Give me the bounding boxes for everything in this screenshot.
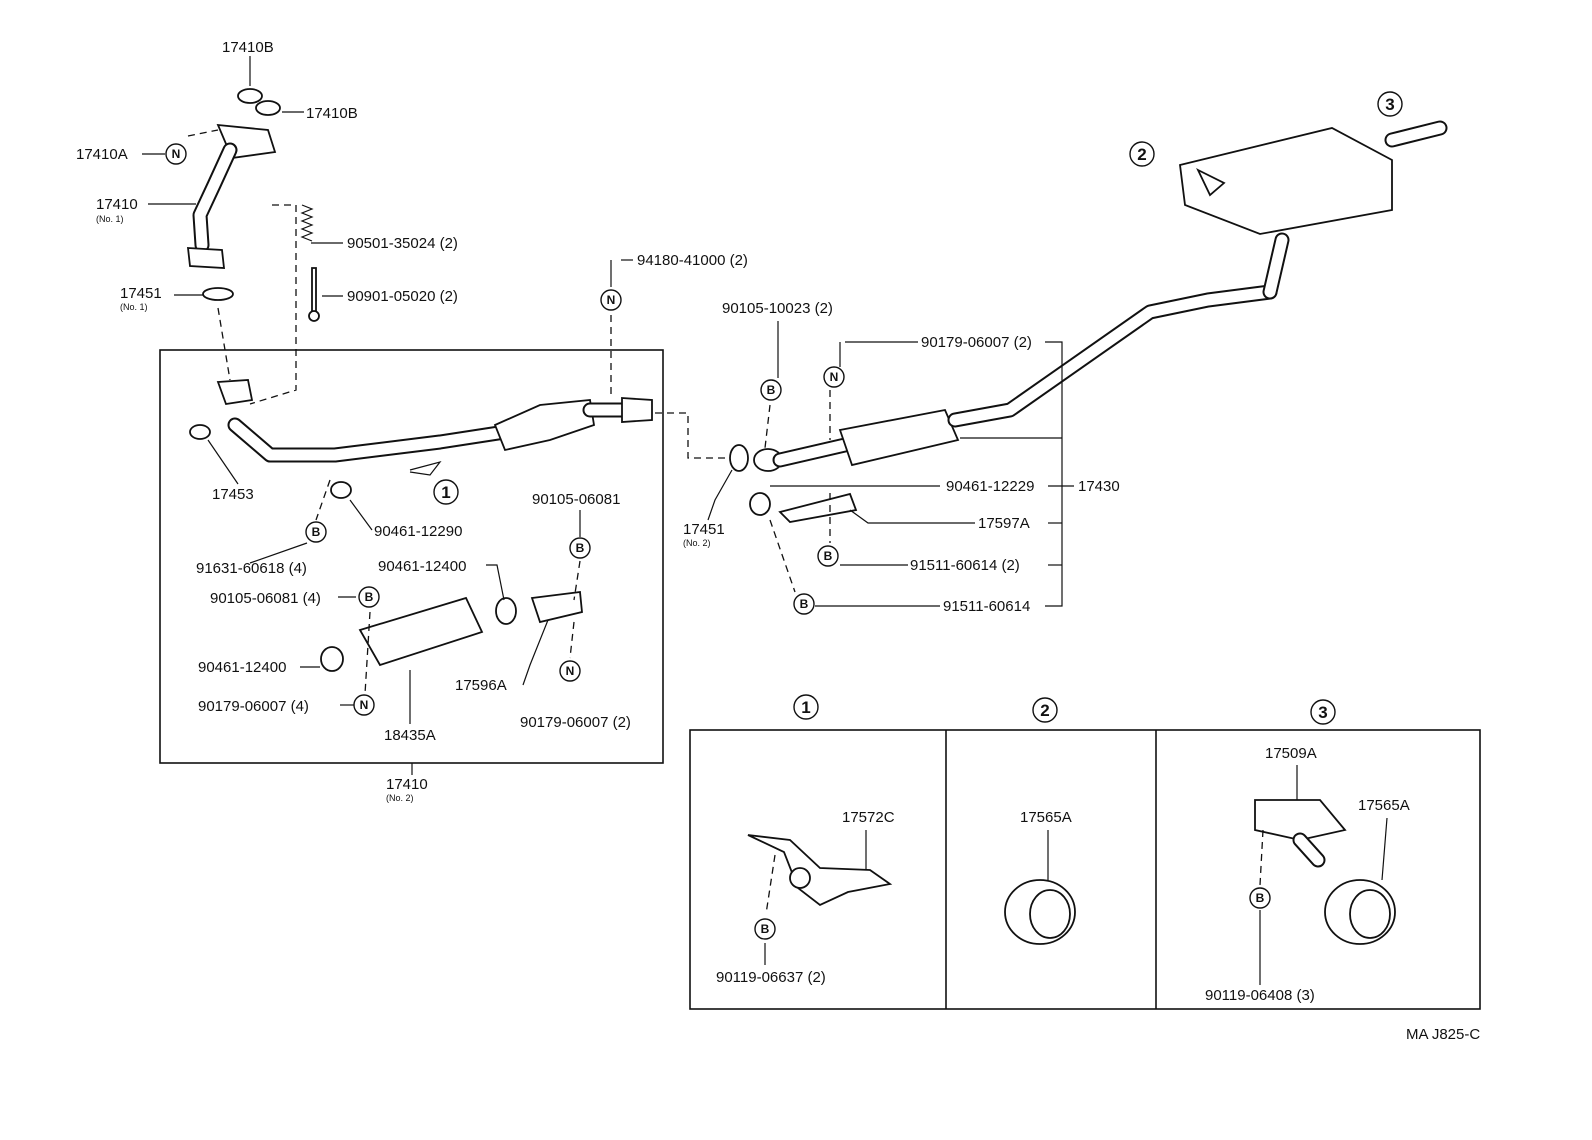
label-17597A: 17597A: [978, 515, 1030, 532]
label-17410A: 17410A: [76, 146, 128, 163]
hanger-bracket-17572C: [747, 834, 893, 907]
label-17565A-a: 17565A: [1020, 809, 1072, 826]
callout-1-box: 1: [793, 694, 819, 720]
label-17410B-right: 17410B: [306, 105, 358, 122]
svg-text:B: B: [824, 549, 833, 563]
label-90901-05020: 90901-05020 (2): [347, 288, 458, 305]
b-marker-90105-06081-4: B: [358, 586, 380, 608]
svg-text:N: N: [566, 664, 575, 678]
label-17453: 17453: [212, 486, 254, 503]
svg-text:B: B: [761, 922, 770, 936]
svg-text:B: B: [800, 597, 809, 611]
svg-text:N: N: [830, 370, 839, 384]
front-pipe-no1: [186, 88, 281, 301]
label-17596A: 17596A: [455, 677, 507, 694]
svg-text:N: N: [172, 147, 181, 161]
n-marker-90179-upper: N: [823, 366, 845, 388]
label-17565A-b: 17565A: [1358, 797, 1410, 814]
n-marker-90179-06007-4: N: [353, 694, 375, 716]
label-90179-06007-2-lower: 90179-06007 (2): [520, 714, 631, 731]
label-90105-06081: 90105-06081: [532, 491, 620, 508]
label-90119-06408: 90119-06408 (3): [1205, 987, 1315, 1004]
b-marker-90119-06408: B: [1249, 887, 1271, 909]
label-90461-12400-b: 90461-12400: [198, 659, 286, 676]
label-17451-no2: 17451: [683, 521, 725, 538]
label-no2-a: (No. 2): [386, 793, 414, 803]
n-marker-90179-06007-2: N: [559, 660, 581, 682]
label-90119-06637: 90119-06637 (2): [716, 969, 826, 986]
label-90461-12229: 90461-12229: [946, 478, 1034, 495]
diagram-code: MA J825-C: [1406, 1026, 1480, 1043]
b-marker-90105-10023: B: [760, 379, 782, 401]
callout-2-main: 2: [1129, 141, 1155, 167]
label-18435A: 18435A: [384, 727, 436, 744]
svg-text:1: 1: [801, 698, 810, 717]
label-17410B-top: 17410B: [222, 39, 274, 56]
label-17509A: 17509A: [1265, 745, 1317, 762]
label-91631-60618: 91631-60618 (4): [196, 560, 307, 577]
callout-1-main: 1: [433, 479, 459, 505]
b-marker-91631: B: [305, 521, 327, 543]
svg-text:B: B: [312, 525, 321, 539]
label-90461-12400-a: 90461-12400: [378, 558, 466, 575]
callout-3-box: 3: [1310, 699, 1336, 725]
label-17572C: 17572C: [842, 809, 895, 826]
svg-text:N: N: [360, 698, 369, 712]
dashed-lines: [187, 129, 1264, 915]
svg-text:1: 1: [441, 483, 450, 502]
callout-2-box: 2: [1032, 697, 1058, 723]
b-marker-90105-06081: B: [569, 537, 591, 559]
label-94180-41000: 94180-41000 (2): [637, 252, 748, 269]
center-pipe-muffler: [729, 120, 1448, 523]
rubber-mount-17565A-b: [1324, 879, 1396, 945]
label-91511-60614: 91511-60614: [943, 598, 1030, 615]
bolt-spring-group: [300, 204, 320, 322]
n-marker-94180: N: [600, 289, 622, 311]
svg-text:2: 2: [1040, 701, 1049, 720]
label-91511-60614-2: 91511-60614 (2): [910, 557, 1020, 574]
svg-text:2: 2: [1137, 145, 1146, 164]
label-no1-b: (No. 1): [120, 302, 148, 312]
label-17410-no1: 17410: [96, 196, 138, 213]
label-90501-35024: 90501-35024 (2): [347, 235, 458, 252]
front-pipe-no2: [189, 379, 653, 672]
label-90179-06007-2-upper: 90179-06007 (2): [921, 334, 1032, 351]
svg-text:3: 3: [1385, 95, 1394, 114]
label-17430: 17430: [1078, 478, 1120, 495]
b-marker-91511: B: [793, 593, 815, 615]
label-90105-10023: 90105-10023 (2): [722, 300, 833, 317]
svg-text:B: B: [767, 383, 776, 397]
svg-text:N: N: [607, 293, 616, 307]
label-90105-06081-4: 90105-06081 (4): [210, 590, 321, 607]
b-marker-90119-06637: B: [754, 918, 776, 940]
hanger-detail-boxes: [689, 729, 1481, 1010]
svg-text:B: B: [576, 541, 585, 555]
label-17451-no1: 17451: [120, 285, 162, 302]
label-no1-a: (No. 1): [96, 214, 124, 224]
label-90179-06007-4: 90179-06007 (4): [198, 698, 309, 715]
label-90461-12290: 90461-12290: [374, 523, 462, 540]
callout-3-main: 3: [1377, 91, 1403, 117]
svg-text:3: 3: [1318, 703, 1327, 722]
svg-text:B: B: [1256, 891, 1265, 905]
label-no2-b: (No. 2): [683, 538, 711, 548]
leader-lines: [142, 56, 1388, 985]
label-17410-no2: 17410: [386, 776, 428, 793]
svg-text:B: B: [365, 590, 374, 604]
bracket-17509A: [1254, 799, 1347, 868]
n-marker-17410A: N: [165, 143, 187, 165]
rubber-mount-17565A-a: [1004, 879, 1076, 945]
b-marker-91511-2: B: [817, 545, 839, 567]
